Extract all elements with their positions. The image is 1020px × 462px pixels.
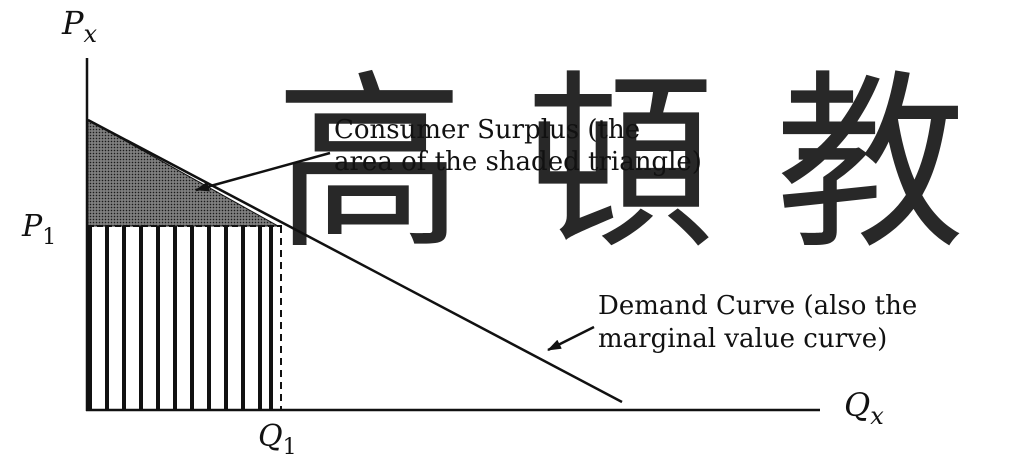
consumer-surplus-pointer <box>195 151 331 192</box>
consumer-surplus-label-line2: area of the shaded triangle) <box>334 147 702 177</box>
demand-curve-label-line1: Demand Curve (also the <box>598 291 917 321</box>
y-axis-label: Px <box>61 4 98 48</box>
consumer-surplus-label-line1: Consumer Surplus (the <box>334 115 640 145</box>
p1-label: P1 <box>21 209 56 250</box>
expenditure-bars <box>88 226 273 410</box>
x-axis-label: Qx <box>844 386 884 430</box>
demand-curve-pointer <box>547 325 595 352</box>
demand-curve-label-line2: marginal value curve) <box>598 324 887 354</box>
q1-label: Q1 <box>258 419 297 460</box>
demand-curve <box>87 118 623 404</box>
watermark-text: 高 頓 教 <box>275 54 966 275</box>
